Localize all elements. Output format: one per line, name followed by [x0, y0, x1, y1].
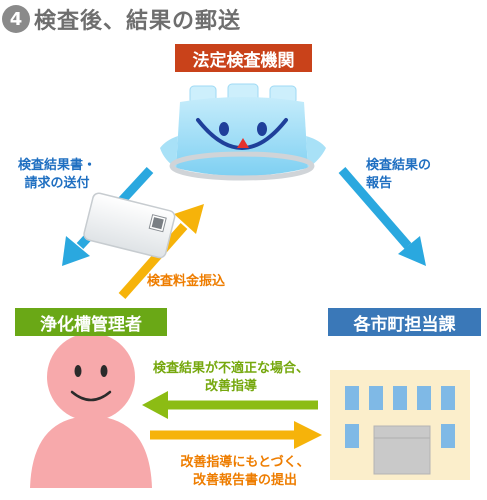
septic-tank-manager-label: 浄化槽管理者 [15, 308, 167, 336]
results-report-line2: 報告 [366, 176, 393, 191]
improvement-report-line1: 改善指導にもとづく、 [180, 455, 310, 470]
improvement-report-line2: 改善報告書の提出 [192, 473, 297, 488]
results-report-line1: 検査結果の [366, 158, 432, 173]
payment-arrow [118, 204, 204, 299]
improvement-report-caption: 改善指導にもとづく、 改善報告書の提出 [150, 454, 340, 490]
improper-guidance-line2: 改善指導 [204, 379, 257, 394]
results-and-invoice-line1: 検査結果書・ [18, 158, 97, 173]
results-and-invoice-line2: 請求の送付 [24, 176, 90, 191]
results-report-caption: 検査結果の 報告 [366, 157, 431, 193]
improper-guidance-line1: 検査結果が不適正な場合、 [152, 361, 309, 376]
results-and-invoice-caption: 検査結果書・ 請求の送付 [18, 157, 96, 193]
step-title: 検査後、結果の郵送 [34, 9, 242, 34]
inspection-agency-label: 法定検査機関 [175, 44, 312, 72]
inspection-tank-icon [160, 83, 326, 181]
envelope-icon [83, 192, 176, 259]
person-icon [30, 333, 152, 488]
improvement-guidance-arrow [142, 391, 318, 419]
municipal-office-label: 各市町担当課 [328, 308, 481, 336]
fee-payment-caption: 検査料金振込 [147, 274, 226, 289]
improper-guidance-caption: 検査結果が不適正な場合、 改善指導 [138, 360, 324, 396]
improvement-report-arrow [150, 421, 322, 449]
office-building-icon [330, 370, 470, 480]
step-number-badge: 4 [2, 5, 30, 33]
results-to-office-arrow [338, 167, 426, 266]
